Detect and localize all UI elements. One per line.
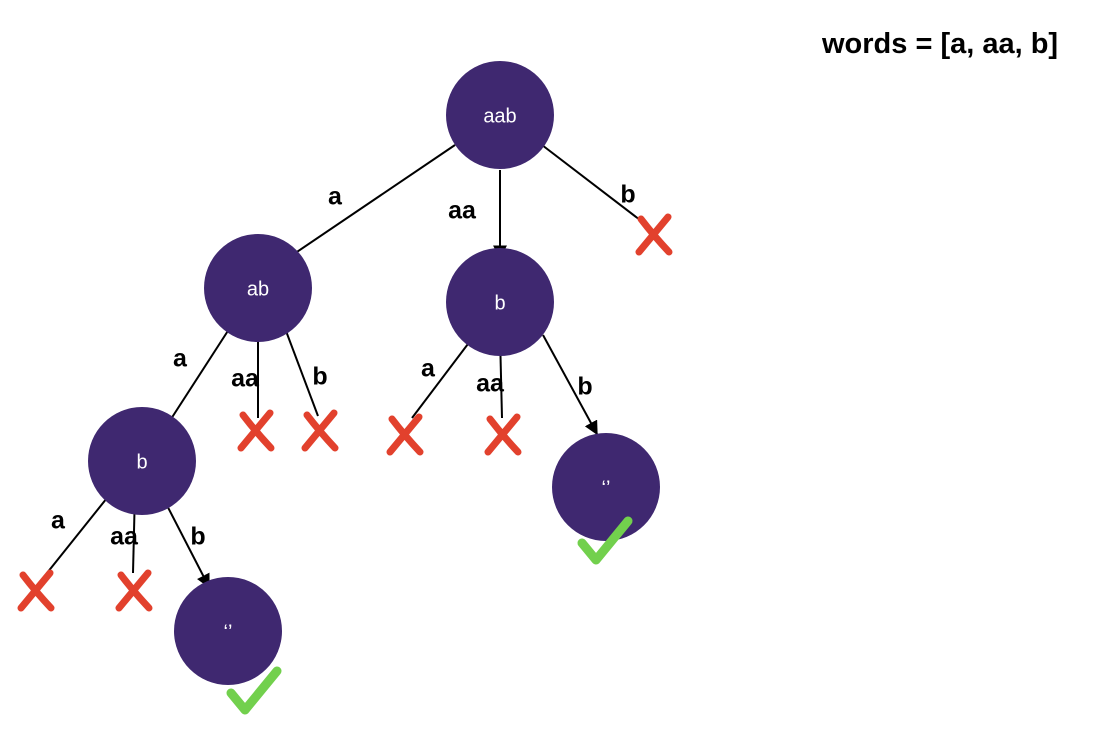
cross-icon xyxy=(484,413,522,456)
edge-label: aa xyxy=(476,370,505,398)
edge-label: a xyxy=(328,183,343,211)
node-circle xyxy=(446,248,554,356)
edge-label: b xyxy=(190,523,205,551)
edge-label: aa xyxy=(110,523,139,551)
tree-node-ab: ab xyxy=(204,234,312,342)
check-icon xyxy=(226,666,282,715)
node-circle xyxy=(446,61,554,169)
edge-b1-e2 xyxy=(542,334,598,436)
node-label: ‘’ xyxy=(224,621,233,643)
check-icon xyxy=(577,516,633,565)
cross-icon xyxy=(237,409,275,452)
node-label: b xyxy=(494,292,505,314)
node-label: ‘’ xyxy=(602,477,611,499)
edge-label: aa xyxy=(231,365,260,393)
node-circle xyxy=(204,234,312,342)
edge-label: b xyxy=(312,363,327,391)
edge-label: a xyxy=(51,507,66,535)
cross-icon xyxy=(301,409,339,452)
node-circle xyxy=(88,407,196,515)
edge-root-x xyxy=(541,144,641,221)
cross-icon xyxy=(386,413,424,456)
tree-node-e1: ‘’ xyxy=(174,577,282,685)
edge-label: b xyxy=(577,373,592,401)
edge-label: b xyxy=(620,181,635,209)
tree-node-b2: b xyxy=(88,407,196,515)
node-label: ab xyxy=(247,278,269,300)
node-circle xyxy=(552,433,660,541)
edge-label: a xyxy=(173,345,188,373)
edge-ab-x2 xyxy=(282,322,319,417)
tree-node-e2: ‘’ xyxy=(552,433,660,541)
edge-b2-x1 xyxy=(46,487,116,574)
edge-root-ab xyxy=(283,144,456,261)
edge-b1-x1 xyxy=(411,331,478,419)
tree-node-b1: b xyxy=(446,248,554,356)
node-circle xyxy=(174,577,282,685)
node-label: aab xyxy=(483,105,516,127)
cross-icon xyxy=(115,569,153,612)
cross-icon xyxy=(17,569,55,612)
cross-icon xyxy=(635,213,673,256)
node-label: b xyxy=(136,451,147,473)
words-list-title: words = [a, aa, b] xyxy=(822,28,1059,60)
edge-label: a xyxy=(421,355,436,383)
tree-node-root: aab xyxy=(446,61,554,169)
edge-label: aa xyxy=(448,197,477,225)
